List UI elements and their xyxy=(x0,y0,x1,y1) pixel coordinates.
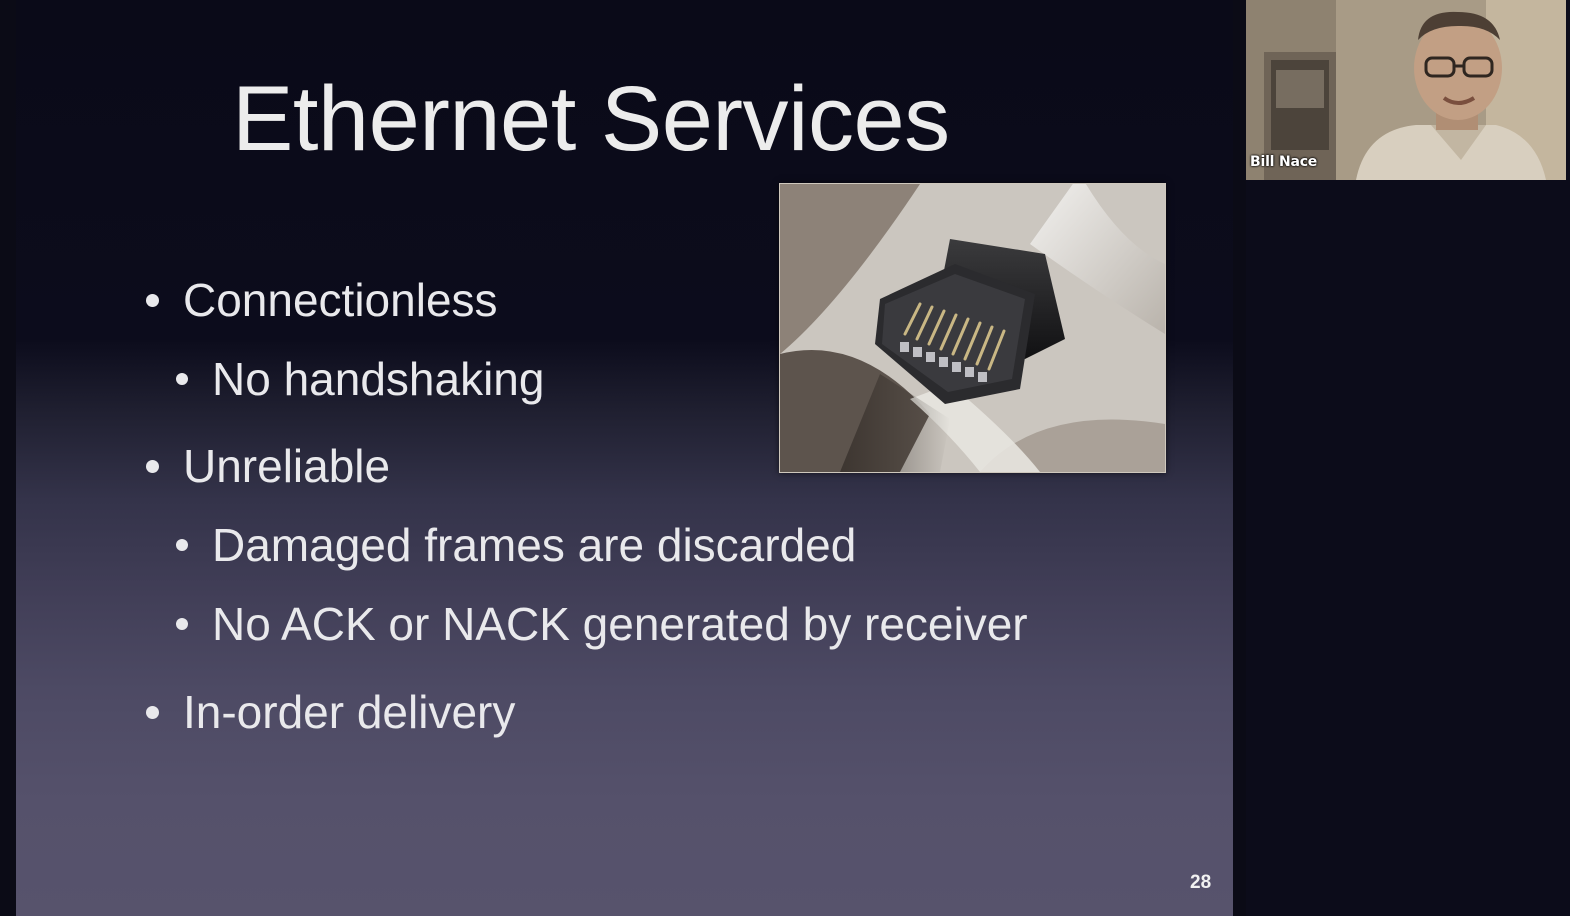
presentation-slide: Ethernet Services Connectionless No hand… xyxy=(0,0,1246,916)
bullet-text: No handshaking xyxy=(212,353,545,405)
bullet-dot-icon xyxy=(176,539,188,551)
bullet-item: Unreliable xyxy=(146,438,390,494)
participant-video-tile[interactable]: Bill Nace xyxy=(1246,0,1566,180)
bullet-text: Connectionless xyxy=(183,274,498,326)
sub-bullet-item: No ACK or NACK generated by receiver xyxy=(176,596,1028,652)
participant-video-feed xyxy=(1246,0,1566,180)
bullet-dot-icon xyxy=(146,459,159,473)
bullet-item: In-order delivery xyxy=(146,684,515,740)
bullet-text: Damaged frames are discarded xyxy=(212,519,857,571)
bullet-item: Connectionless xyxy=(146,272,498,328)
slide-title: Ethernet Services xyxy=(232,68,950,170)
slide-left-border xyxy=(0,0,16,916)
bullet-text: No ACK or NACK generated by receiver xyxy=(212,598,1028,650)
bullet-dot-icon xyxy=(176,373,188,385)
ethernet-connector-photo xyxy=(779,183,1166,473)
sub-bullet-item: Damaged frames are discarded xyxy=(176,517,856,573)
bullet-dot-icon xyxy=(146,705,159,719)
bullet-text: In-order delivery xyxy=(183,686,516,738)
bullet-dot-icon xyxy=(176,618,188,630)
ethernet-connector-illustration xyxy=(780,184,1165,472)
bullet-text: Unreliable xyxy=(183,440,391,492)
slide-right-border xyxy=(1233,0,1246,916)
sub-bullet-item: No handshaking xyxy=(176,351,544,407)
participant-name-label: Bill Nace xyxy=(1250,154,1318,170)
slide-number: 28 xyxy=(1190,872,1212,893)
bullet-dot-icon xyxy=(146,293,159,307)
